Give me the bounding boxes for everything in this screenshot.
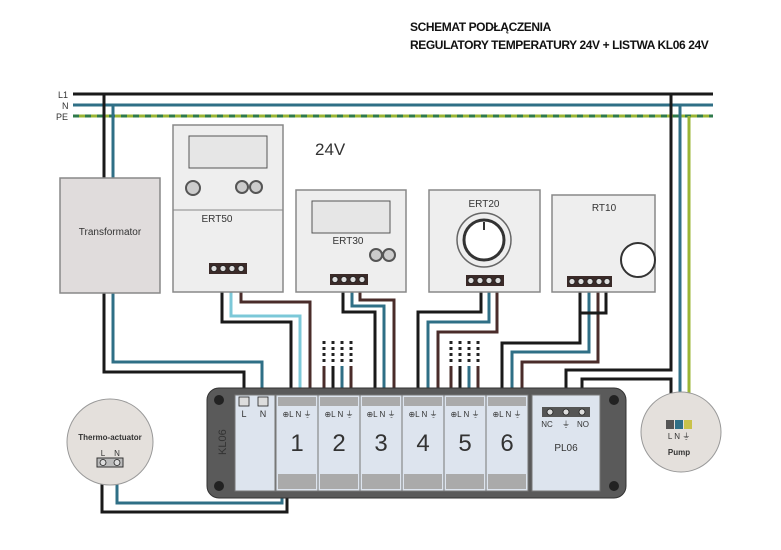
nc-label: NC: [541, 420, 553, 429]
zone-number: 2: [332, 430, 345, 457]
button-icon: [235, 180, 249, 194]
thermo-l-label: L: [101, 449, 106, 458]
zone-number: 5: [458, 430, 471, 457]
zone-terminal-labels: ⊕L N ⏚: [324, 410, 353, 419]
dial-knob-icon: [462, 218, 506, 262]
thermostat-rt10: RT10: [551, 194, 656, 293]
zone-3: ⊕L N ⏚ 3: [359, 394, 403, 492]
power-n-label: N: [260, 409, 267, 419]
power-l-label: L: [241, 409, 246, 419]
zone-terminal-labels: ⊕L N ⏚: [450, 410, 479, 419]
zone-number: 4: [416, 430, 429, 457]
button-icon: [382, 248, 396, 262]
title-line-2: REGULATORY TEMPERATURY 24V + LISTWA KL06…: [410, 38, 709, 52]
button-icon: [249, 180, 263, 194]
ert50-label: ERT50: [202, 214, 233, 225]
thermo-actuator: Thermo-actuator L N: [66, 398, 154, 486]
mains-bus: L1 N PE: [56, 90, 713, 122]
thermo-actuator-label: Thermo-actuator: [78, 433, 142, 442]
thermostat-ert20: ERT20: [428, 189, 541, 293]
strip-name: KL06: [217, 429, 229, 455]
terminal-block: [330, 274, 368, 285]
thermo-n-label: N: [114, 449, 120, 458]
zone-terminal-labels: ⊕L N ⏚: [492, 410, 521, 419]
dial-icon: [620, 242, 656, 278]
zone-terminal-labels: ⊕L N ⏚: [366, 410, 395, 419]
terminal-block: [466, 275, 504, 286]
pump-terminal-labels: L N ⏚: [668, 432, 690, 441]
pl06-module: NC ⏚ NO PL06: [531, 394, 601, 492]
button-icon: [369, 248, 383, 262]
zone-5: ⊕L N ⏚ 5: [443, 394, 487, 492]
pl06-label: PL06: [554, 443, 578, 454]
transformer-label: Transformator: [79, 227, 142, 238]
zone-terminal-labels: ⊕L N ⏚: [282, 410, 311, 419]
button-icon: [185, 180, 201, 196]
pump: L N ⏚ Pump: [640, 391, 722, 473]
zone-1: ⊕L N ⏚ 1: [275, 394, 319, 492]
title-line-1: SCHEMAT PODŁĄCZENIA: [410, 20, 552, 34]
zone-terminal-labels: ⊕L N ⏚: [408, 410, 437, 419]
pump-label: Pump: [668, 448, 690, 457]
thermostat-ert50: ERT50: [172, 124, 284, 293]
voltage-label: 24V: [315, 140, 346, 159]
kl06-strip: KL06 L N ⊕L N ⏚ 1 ⊕L N ⏚ 2 ⊕L N ⏚ 3 ⊕L N…: [206, 387, 627, 499]
ground-label: ⏚: [562, 420, 570, 429]
rt10-label: RT10: [592, 203, 617, 214]
no-label: NO: [577, 420, 589, 429]
pe-label: PE: [56, 112, 68, 122]
zone-6: ⊕L N ⏚ 6: [485, 394, 529, 492]
ert20-label: ERT20: [469, 199, 500, 210]
n-label: N: [62, 101, 69, 111]
spare-wire-markers: [322, 341, 480, 364]
ert30-label: ERT30: [333, 236, 364, 247]
zone-4: ⊕L N ⏚ 4: [401, 394, 445, 492]
zone-number: 1: [290, 430, 303, 457]
transformer: Transformator: [59, 177, 161, 294]
terminal-block: [209, 263, 247, 274]
zone-2: ⊕L N ⏚ 2: [317, 394, 361, 492]
l1-label: L1: [58, 90, 68, 100]
thermostat-ert30: ERT30: [295, 189, 407, 293]
zone-number: 6: [500, 430, 513, 457]
zone-number: 3: [374, 430, 387, 457]
